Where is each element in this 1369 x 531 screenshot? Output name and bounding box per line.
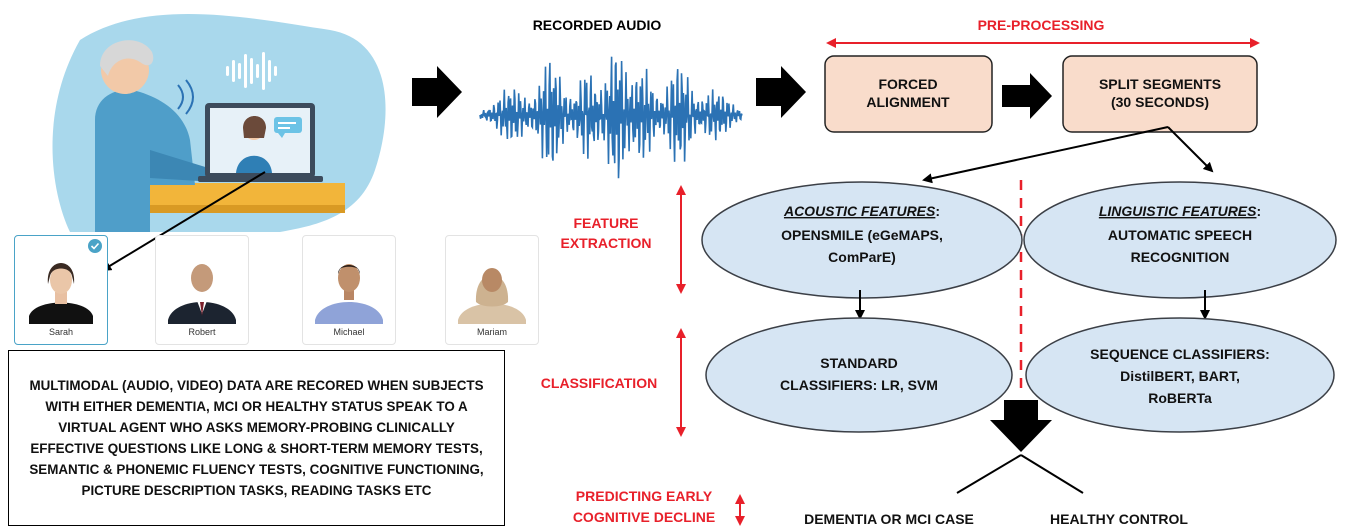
checkmark-icon bbox=[88, 239, 102, 253]
chat-bubble-icon bbox=[274, 117, 302, 133]
forced-alignment-box bbox=[824, 55, 993, 133]
arrow-to-acoustic bbox=[922, 126, 1169, 184]
description-text: MULTIMODAL (AUDIO, VIDEO) DATA ARE RECOR… bbox=[29, 378, 484, 498]
linguistic-features-title: LINGUISTIC FEATURES: bbox=[1099, 203, 1261, 219]
sound-wave-icon bbox=[226, 52, 277, 90]
preprocessing-label: PRE-PROCESSING bbox=[978, 17, 1105, 33]
avatar-card-mariam[interactable]: Mariam bbox=[445, 235, 539, 345]
split-segments-line1: SPLIT SEGMENTS bbox=[1099, 76, 1221, 92]
arrow-to-linguistic bbox=[1167, 126, 1214, 173]
avatar-portrait bbox=[168, 264, 236, 324]
acoustic-features-line2: OPENSMILE (eGeMAPS, bbox=[781, 227, 943, 243]
branch-to-healthy bbox=[1020, 454, 1084, 494]
acoustic-features-line3: ComParE) bbox=[828, 249, 896, 265]
avatar-card-robert[interactable]: Robert bbox=[155, 235, 249, 345]
predicting-line2: COGNITIVE DECLINE bbox=[573, 509, 715, 525]
split-segments-box bbox=[1062, 55, 1258, 133]
avatar-card-sarah[interactable]: Sarah bbox=[14, 235, 108, 345]
avatar-name-michael: Michael bbox=[333, 327, 365, 337]
pointer-to-sarah bbox=[101, 171, 266, 272]
outcome-healthy-control: HEALTHY CONTROL bbox=[1050, 511, 1188, 527]
acoustic-features-ellipse bbox=[701, 181, 1023, 299]
avatar-portrait bbox=[29, 263, 93, 324]
classification-label: CLASSIFICATION bbox=[541, 375, 657, 391]
linguistic-features-line2: AUTOMATIC SPEECH bbox=[1108, 227, 1252, 243]
video-call-illustration bbox=[52, 14, 386, 232]
person-body bbox=[95, 89, 195, 232]
avatar-name-sarah: Sarah bbox=[48, 327, 74, 337]
sequence-classifiers-ellipse bbox=[1025, 317, 1335, 433]
outcome-dementia-mci: DEMENTIA OR MCI CASE bbox=[804, 511, 974, 527]
feature-extraction-line1: FEATURE bbox=[573, 215, 638, 231]
linguistic-features-ellipse bbox=[1023, 181, 1337, 299]
arrow-down-to-outcome bbox=[990, 400, 1052, 452]
avatar-portrait bbox=[458, 268, 526, 324]
avatar-portrait bbox=[315, 264, 383, 324]
forced-alignment-line1: FORCED bbox=[878, 76, 937, 92]
person-hair bbox=[100, 40, 154, 76]
split-segments-line2: (30 SECONDS) bbox=[1111, 94, 1209, 110]
sequence-classifiers-line3: RoBERTa bbox=[1148, 390, 1212, 406]
branch-to-dementia bbox=[956, 454, 1022, 494]
standard-classifiers-line2: CLASSIFIERS: LR, SVM bbox=[780, 377, 938, 393]
avatar-name-robert: Robert bbox=[188, 327, 216, 337]
avatar-card-michael[interactable]: Michael bbox=[302, 235, 396, 345]
description-box: MULTIMODAL (AUDIO, VIDEO) DATA ARE RECOR… bbox=[8, 350, 505, 526]
avatar-name-mariam: Mariam bbox=[476, 327, 507, 337]
arrow-alignment-to-split bbox=[1002, 73, 1052, 119]
recorded-audio-label: RECORDED AUDIO bbox=[533, 17, 662, 33]
arrow-to-preprocessing bbox=[756, 66, 806, 118]
acoustic-features-title: ACOUSTIC FEATURES: bbox=[783, 203, 940, 219]
standard-classifiers-line1: STANDARD bbox=[820, 355, 898, 371]
arrow-to-audio bbox=[412, 66, 462, 118]
feature-extraction-line2: EXTRACTION bbox=[561, 235, 652, 251]
sequence-classifiers-line1: SEQUENCE CLASSIFIERS: bbox=[1090, 346, 1270, 362]
sequence-classifiers-line2: DistilBERT, BART, bbox=[1120, 368, 1240, 384]
linguistic-features-line3: RECOGNITION bbox=[1131, 249, 1230, 265]
audio-waveform bbox=[479, 56, 743, 179]
standard-classifiers-ellipse bbox=[705, 317, 1013, 433]
waveform-path bbox=[479, 56, 743, 179]
forced-alignment-line2: ALIGNMENT bbox=[866, 94, 950, 110]
predicting-line1: PREDICTING EARLY bbox=[576, 488, 713, 504]
